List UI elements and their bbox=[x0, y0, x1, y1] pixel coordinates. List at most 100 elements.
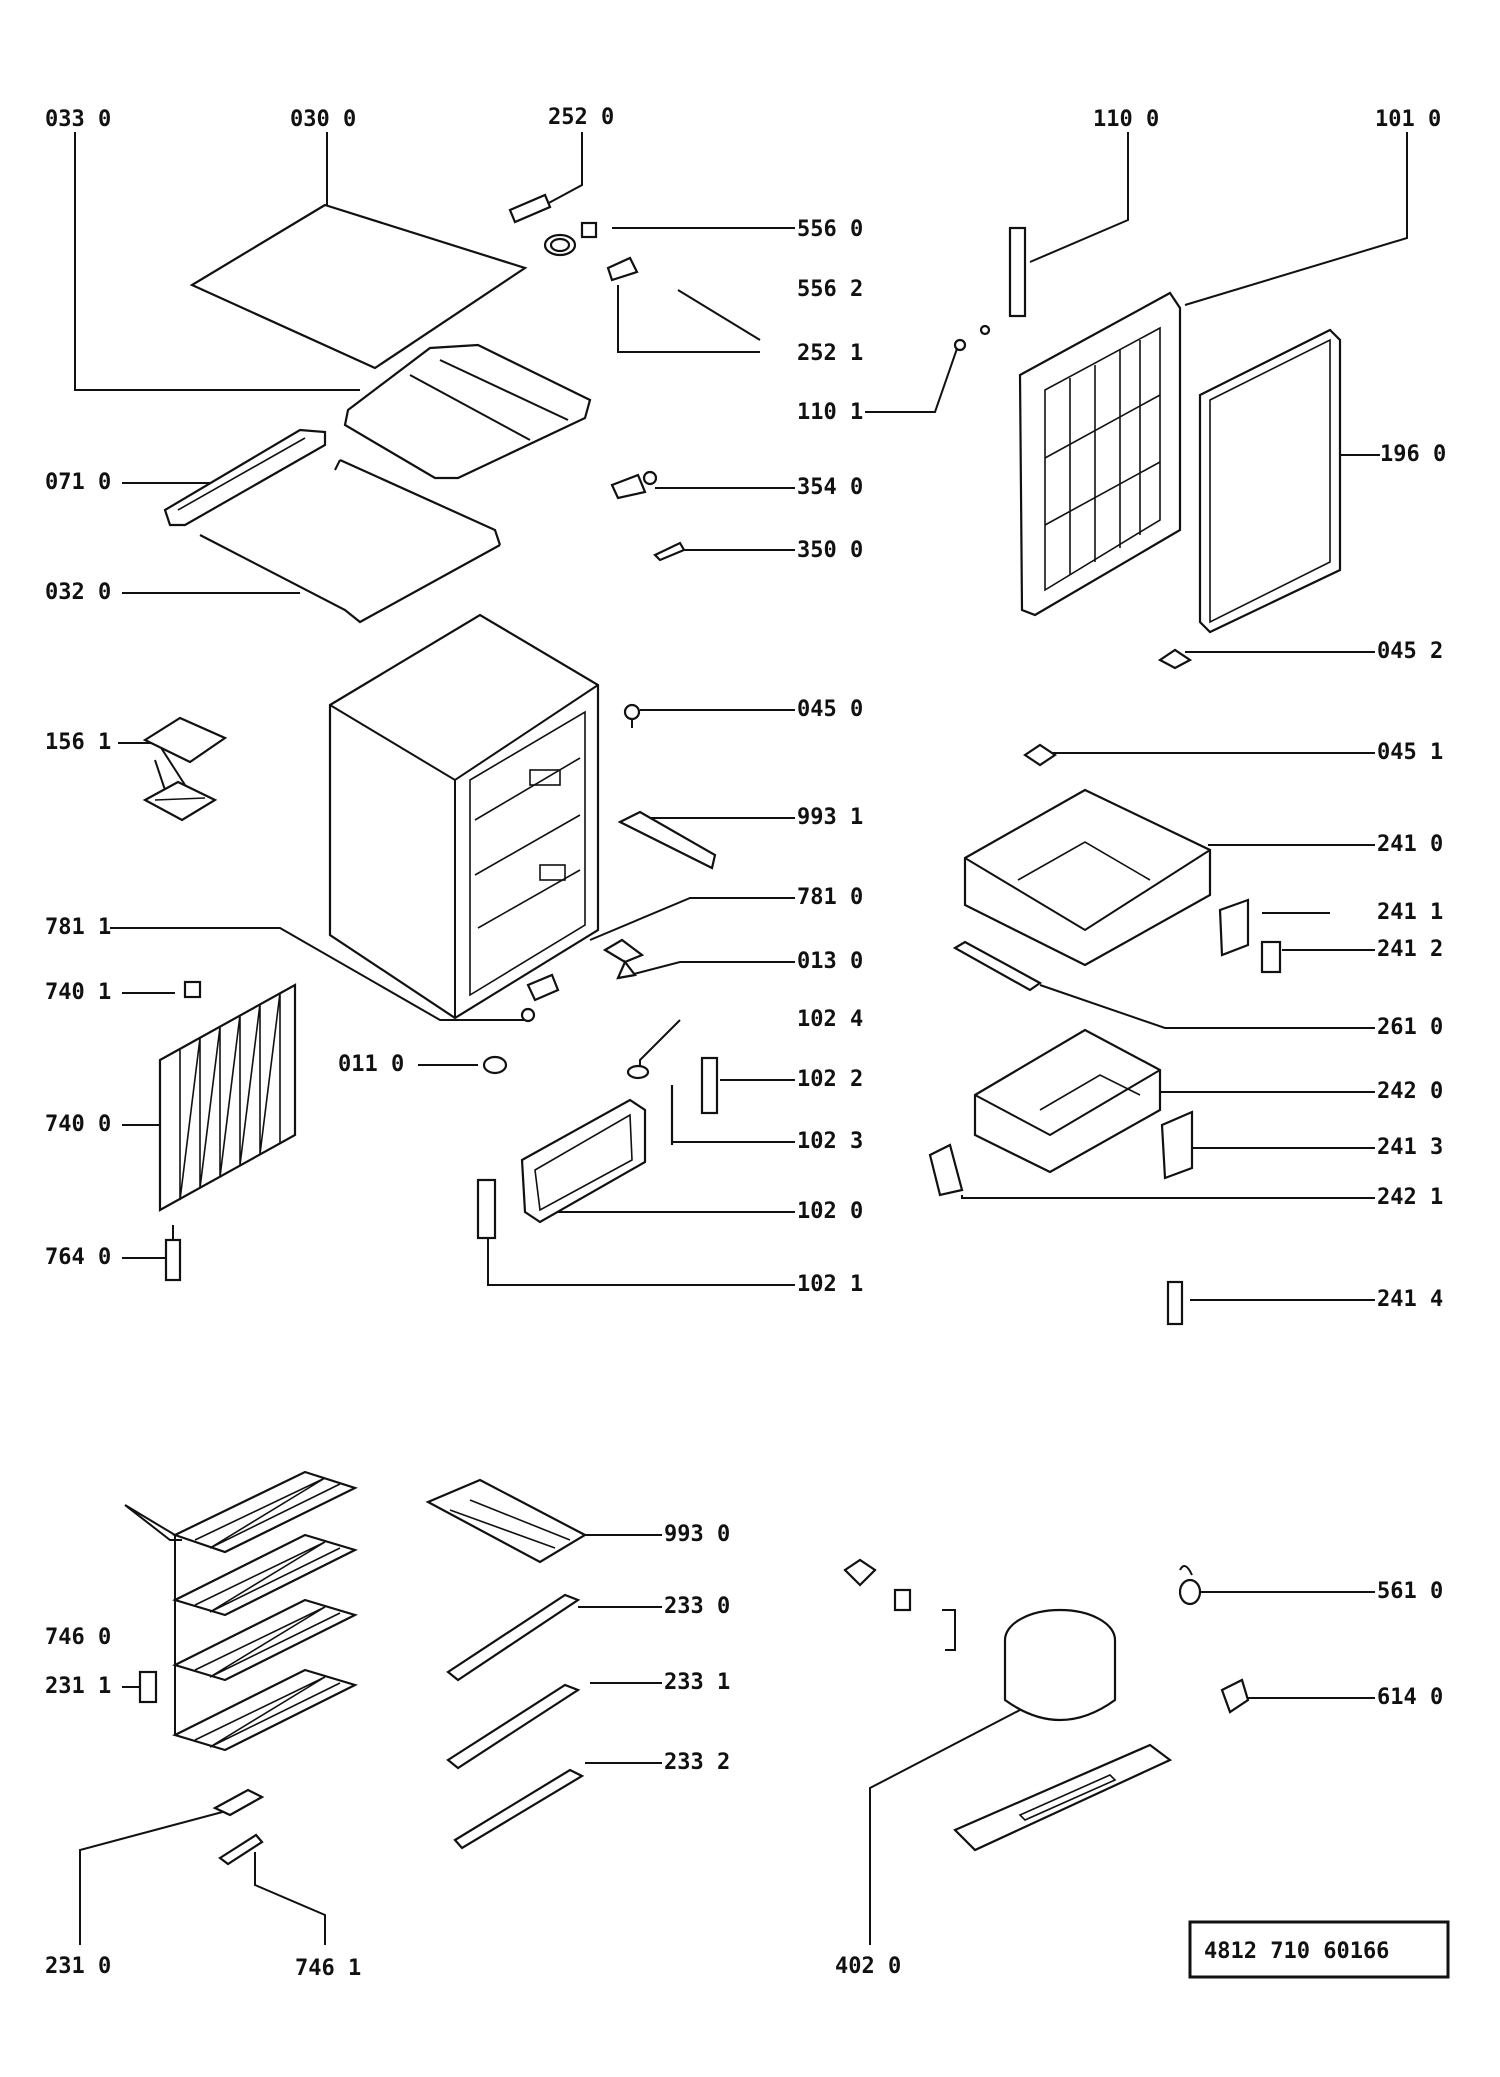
label-781-0: 781 0 bbox=[797, 885, 863, 910]
part-261-0 bbox=[952, 940, 1043, 992]
label-556-2: 556 2 bbox=[797, 277, 863, 302]
part-241-2 bbox=[1260, 940, 1282, 974]
part-gasket-196 bbox=[1198, 328, 1342, 634]
label-102-0: 102 0 bbox=[797, 1199, 863, 1224]
part-door-101 bbox=[1018, 291, 1182, 617]
label-110-1: 110 1 bbox=[797, 400, 863, 425]
label-233-0: 233 0 bbox=[664, 1594, 730, 1619]
label-231-1: 231 1 bbox=[45, 1674, 111, 1699]
label-614-0: 614 0 bbox=[1377, 1685, 1443, 1710]
part-242-1 bbox=[928, 1143, 964, 1197]
label-156-1: 156 1 bbox=[45, 730, 111, 755]
label-740-0: 740 0 bbox=[45, 1112, 111, 1137]
label-196-0: 196 0 bbox=[1380, 442, 1446, 467]
part-045-2 bbox=[1157, 648, 1193, 670]
label-101-0: 101 0 bbox=[1375, 107, 1441, 132]
part-102-1 bbox=[476, 1178, 497, 1240]
part-993-1 bbox=[617, 810, 717, 870]
part-746-1 bbox=[218, 1833, 264, 1866]
label-241-3: 241 3 bbox=[1377, 1135, 1443, 1160]
part-evaporator-746-0 bbox=[124, 1470, 358, 1752]
label-993-1: 993 1 bbox=[797, 805, 863, 830]
label-746-1: 746 1 bbox=[295, 1956, 361, 1981]
part-045-0 bbox=[623, 703, 641, 728]
label-764-0: 764 0 bbox=[45, 1245, 111, 1270]
part-102-2 bbox=[700, 1056, 719, 1115]
label-242-1: 242 1 bbox=[1377, 1185, 1443, 1210]
label-781-1: 781 1 bbox=[45, 915, 111, 940]
part-door-shelf-102-0 bbox=[520, 1098, 647, 1224]
part-231-0 bbox=[212, 1788, 265, 1817]
label-252-0: 252 0 bbox=[548, 105, 614, 130]
label-242-0: 242 0 bbox=[1377, 1079, 1443, 1104]
part-compressor-402-0 bbox=[953, 1608, 1173, 1852]
part-561-0 bbox=[1178, 1565, 1202, 1606]
part-781-1 bbox=[520, 1007, 536, 1023]
label-556-0: 556 0 bbox=[797, 217, 863, 242]
label-033-0: 033 0 bbox=[45, 107, 111, 132]
part-screw-110-1 bbox=[953, 324, 991, 352]
label-402-0: 402 0 bbox=[835, 1954, 901, 1979]
label-350-0: 350 0 bbox=[797, 538, 863, 563]
label-045-1: 045 1 bbox=[1377, 740, 1443, 765]
label-110-0: 110 0 bbox=[1093, 107, 1159, 132]
part-102-4 bbox=[626, 1064, 650, 1080]
part-hinge-110-0 bbox=[1008, 226, 1027, 318]
label-354-0: 354 0 bbox=[797, 475, 863, 500]
label-071-0: 071 0 bbox=[45, 470, 111, 495]
part-252-0 bbox=[508, 193, 552, 224]
part-233-2 bbox=[453, 1768, 585, 1850]
part-764-0 bbox=[164, 1225, 182, 1282]
document-number: 4812 710 60166 bbox=[1204, 1939, 1389, 1964]
label-102-3: 102 3 bbox=[797, 1129, 863, 1154]
label-241-1: 241 1 bbox=[1377, 900, 1443, 925]
label-261-0: 261 0 bbox=[1377, 1015, 1443, 1040]
label-746-0: 746 0 bbox=[45, 1625, 111, 1650]
label-233-2: 233 2 bbox=[664, 1750, 730, 1775]
part-worktop-033 bbox=[343, 343, 592, 480]
part-crisper-242-0 bbox=[973, 1028, 1162, 1174]
label-231-0: 231 0 bbox=[45, 1954, 111, 1979]
part-354-0 bbox=[610, 470, 658, 500]
part-top-cover-030 bbox=[189, 203, 528, 370]
part-740-1 bbox=[183, 980, 202, 999]
label-233-1: 233 1 bbox=[664, 1670, 730, 1695]
part-350-0 bbox=[653, 541, 686, 562]
part-233-0 bbox=[446, 1593, 581, 1682]
part-233-1 bbox=[446, 1683, 581, 1770]
label-241-0: 241 0 bbox=[1377, 832, 1443, 857]
part-drawer-241-0 bbox=[963, 788, 1212, 967]
part-shelf-993-0 bbox=[425, 1478, 588, 1564]
label-011-0: 011 0 bbox=[338, 1052, 404, 1077]
leader-lines bbox=[74, 132, 1408, 1945]
part-spring-556-0 bbox=[543, 221, 598, 257]
label-252-1: 252 1 bbox=[797, 341, 863, 366]
label-740-1: 740 1 bbox=[45, 980, 111, 1005]
part-614-0 bbox=[1220, 1678, 1250, 1714]
label-241-4: 241 4 bbox=[1377, 1287, 1443, 1312]
part-231-1 bbox=[138, 1670, 158, 1704]
part-241-4 bbox=[1166, 1280, 1184, 1326]
label-013-0: 013 0 bbox=[797, 949, 863, 974]
label-241-2: 241 2 bbox=[1377, 937, 1443, 962]
part-011-0 bbox=[482, 1055, 508, 1075]
part-013-0 bbox=[602, 938, 645, 980]
document-number-box: 4812 710 60166 bbox=[1188, 1920, 1450, 1979]
label-993-0: 993 0 bbox=[664, 1522, 730, 1547]
label-045-2: 045 2 bbox=[1377, 639, 1443, 664]
part-ice-tray-156 bbox=[142, 716, 228, 822]
part-781-0 bbox=[526, 973, 560, 1002]
part-relay-components bbox=[843, 1558, 956, 1651]
label-102-1: 102 1 bbox=[797, 1272, 863, 1297]
label-032-0: 032 0 bbox=[45, 580, 111, 605]
part-045-1 bbox=[1023, 743, 1057, 767]
label-102-4: 102 4 bbox=[797, 1007, 863, 1032]
label-045-0: 045 0 bbox=[797, 697, 863, 722]
label-030-0: 030 0 bbox=[290, 107, 356, 132]
part-241-1 bbox=[1218, 898, 1250, 957]
part-frame-032 bbox=[199, 458, 502, 624]
label-561-0: 561 0 bbox=[1377, 1579, 1443, 1604]
part-labels: 033 0 030 0 252 0 110 0 101 0 556 0 556 … bbox=[45, 105, 1446, 1981]
